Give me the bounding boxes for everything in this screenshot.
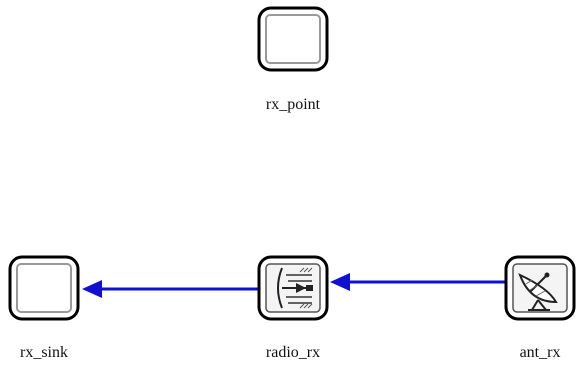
node-radio_rx[interactable]: radio_rx xyxy=(257,255,329,361)
arrowhead-icon xyxy=(330,273,350,291)
node-rx_point[interactable]: rx_point xyxy=(257,6,329,113)
node-label: ant_rx xyxy=(520,344,561,361)
satellite-dish-icon xyxy=(512,263,568,313)
node-label: rx_sink xyxy=(20,344,68,361)
node-ant_rx[interactable]: ant_rx xyxy=(504,255,576,361)
radio-receiver-icon xyxy=(265,263,321,313)
empty-box-icon xyxy=(16,263,72,313)
empty-box-icon xyxy=(265,14,321,64)
arrowhead-icon xyxy=(82,280,102,298)
edge-radio_rx-to-rx_sink[interactable] xyxy=(82,280,259,298)
node-label: radio_rx xyxy=(266,344,320,361)
node-label: rx_point xyxy=(266,96,321,113)
edge-ant_rx-to-radio_rx[interactable] xyxy=(330,273,506,291)
node-rx_sink[interactable]: rx_sink xyxy=(8,255,80,361)
